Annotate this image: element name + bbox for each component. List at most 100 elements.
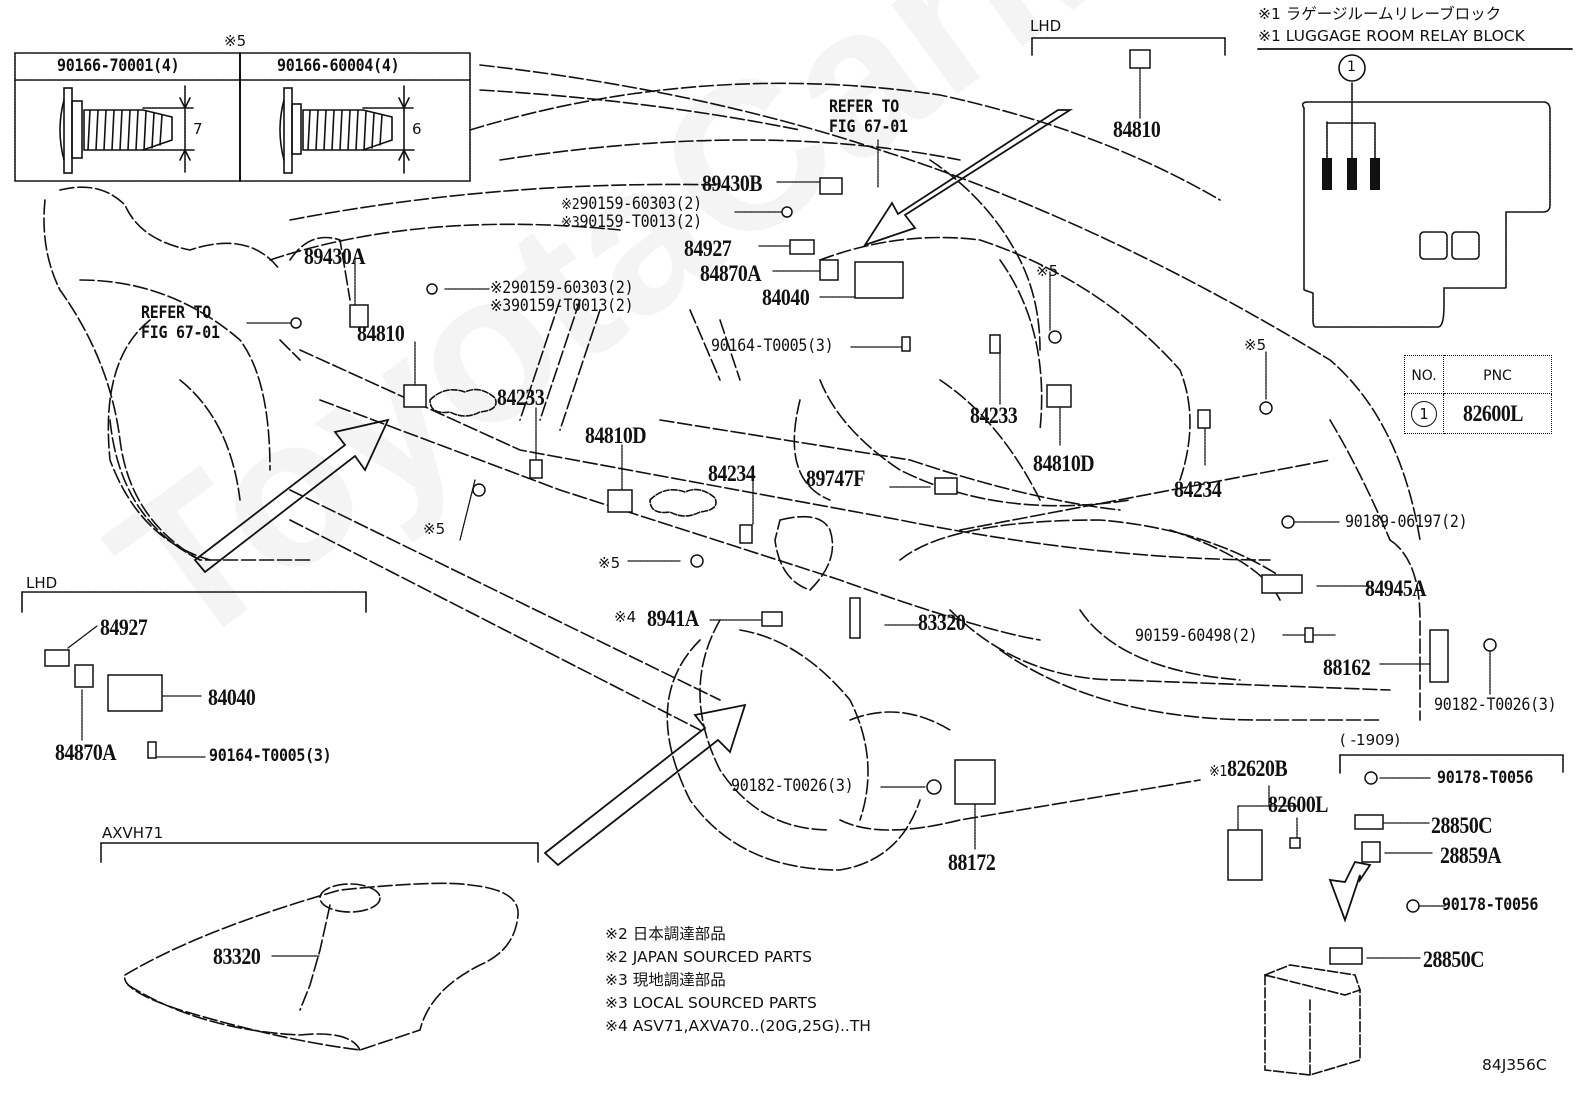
lhd-bracket-top (1031, 37, 1226, 57)
refer-note: REFER TO (141, 303, 211, 323)
screw-drawing-7mm (59, 85, 195, 174)
relay-terminals (1322, 158, 1380, 190)
date-range-label: ( -1909) (1340, 731, 1401, 749)
part-label[interactable]: 89430B (702, 171, 763, 196)
nut-icon (926, 779, 942, 795)
fuel-tank-drawing (123, 882, 519, 1051)
part-label[interactable]: 84234 (708, 461, 756, 486)
part-label[interactable]: 84810 (1113, 117, 1161, 142)
figure-id: 84J356C (1482, 1056, 1547, 1074)
bolt-icon (1304, 627, 1314, 643)
screw-part-2: 90166-60004(4) (277, 56, 400, 76)
marker-5: ※5 (423, 520, 446, 538)
part-label[interactable]: 90182-T0026(3) (1434, 695, 1557, 715)
part-label[interactable]: 83320 (918, 610, 966, 635)
relay-block-84040-lhd (107, 674, 163, 712)
part-label[interactable]: 84870A (55, 740, 117, 765)
part-label[interactable]: 84040 (208, 685, 256, 710)
part-label[interactable]: 8941A (647, 606, 699, 631)
part-label[interactable]: 84927 (100, 615, 148, 640)
module-88172 (954, 759, 996, 805)
part-label[interactable]: 90164-T0005(3) (209, 746, 332, 766)
leader-lines (67, 67, 1491, 959)
relay-block-82620B (1227, 829, 1263, 881)
relay-82600L (1289, 837, 1301, 849)
screw-part-1: 90166-70001(4) (57, 56, 180, 76)
relay-84927 (789, 239, 815, 255)
part-label[interactable]: 28859A (1440, 843, 1502, 868)
sensor-89430A (349, 304, 369, 328)
nut-icon (1483, 638, 1497, 652)
part-label[interactable]: 84810 (357, 321, 405, 346)
part-label[interactable]: 84810D (585, 423, 647, 448)
note-line: ※3 LOCAL SOURCED PARTS (605, 994, 817, 1012)
battery-drawing (1264, 964, 1361, 1076)
part-label[interactable]: 28850C (1431, 813, 1493, 838)
part-label[interactable]: ※390159-T0013(2) (561, 212, 702, 232)
relay-84870A-lhd (74, 664, 94, 688)
refer-note[interactable]: FIG 67-01 (829, 117, 908, 137)
fuse-28859A (1361, 841, 1381, 863)
part-label[interactable]: 84810D (1033, 451, 1095, 476)
part-label[interactable]: 89747F (806, 466, 865, 491)
part-label[interactable]: 88162 (1323, 655, 1371, 680)
harness-84945A (1261, 574, 1303, 594)
relay-block-84040 (854, 261, 904, 299)
relay-block-diagram (1301, 82, 1551, 328)
clip-icon (290, 317, 302, 329)
part-label[interactable]: 84945A (1365, 576, 1427, 601)
part-label[interactable]: 88172 (948, 850, 996, 875)
lhd-label-left: LHD (26, 574, 58, 592)
sensor-84810D-right (1046, 384, 1072, 408)
relay-block-title-jp: ※1 ラゲージルームリレーブロック (1258, 5, 1502, 23)
part-label[interactable]: 84870A (700, 261, 762, 286)
part-label[interactable]: ※290159-60303(2) (561, 194, 702, 214)
pnc-table: NO. PNC 1 82600L (1404, 355, 1552, 434)
marker-5: ※5 (1036, 262, 1059, 280)
car-body (43, 64, 1421, 871)
bracket-84233-right (989, 334, 1001, 354)
part-label[interactable]: 84233 (970, 403, 1018, 428)
part-label[interactable]: 90189-06197(2) (1345, 512, 1468, 532)
pnc-header-no: NO. (1404, 355, 1444, 394)
note-line: ※3 現地調達部品 (605, 971, 726, 989)
part-label[interactable]: 90182-T0026(3) (731, 776, 854, 796)
part-label[interactable]: 84040 (762, 285, 810, 310)
part-label[interactable]: 84234 (1174, 477, 1222, 502)
bracket-84233 (529, 459, 543, 479)
bolt-icon (147, 741, 157, 759)
pnc-header-pnc: PNC (1443, 355, 1552, 394)
bolt-icon (690, 554, 704, 568)
part-label[interactable]: 84233 (497, 385, 545, 410)
marker-5: ※5 (1244, 336, 1267, 354)
part-label[interactable]: ※290159-60303(2) (490, 278, 634, 298)
nut-icon (1364, 771, 1378, 785)
screw-drawing-6mm (279, 85, 415, 174)
relay-callout-number: 1 (1347, 59, 1356, 75)
door-handle-shapes (429, 388, 717, 517)
part-label[interactable]: 90178-T0056 (1442, 895, 1539, 915)
part-label[interactable]: 84927 (684, 236, 732, 261)
lhd-bracket-left (21, 591, 367, 613)
pnc-row-pnc: 82600L (1443, 393, 1552, 434)
screw-table-frame (14, 52, 471, 182)
refer-note[interactable]: FIG 67-01 (141, 323, 220, 343)
sensor-84810D (607, 489, 633, 513)
part-label[interactable]: ※390159-T0013(2) (490, 296, 634, 316)
part-label[interactable]: ※182620B (1209, 756, 1288, 781)
relay-84870A (819, 259, 839, 281)
screw-dimension-1: 7 (193, 120, 203, 138)
sender-83320 (849, 597, 861, 639)
sensor-84810-top (1129, 49, 1151, 69)
part-label[interactable]: 90178-T0056 (1437, 768, 1534, 788)
part-label[interactable]: 28850C (1423, 947, 1485, 972)
part-label[interactable]: 90159-60498(2) (1135, 626, 1258, 646)
direction-arrow-left (193, 418, 390, 574)
part-label[interactable]: 83320 (213, 944, 261, 969)
part-label[interactable]: 90164-T0005(3) (711, 336, 834, 356)
part-label[interactable]: 89430A (304, 244, 366, 269)
axvh71-label: AXVH71 (102, 824, 164, 842)
part-label[interactable]: 82600L (1268, 792, 1329, 817)
